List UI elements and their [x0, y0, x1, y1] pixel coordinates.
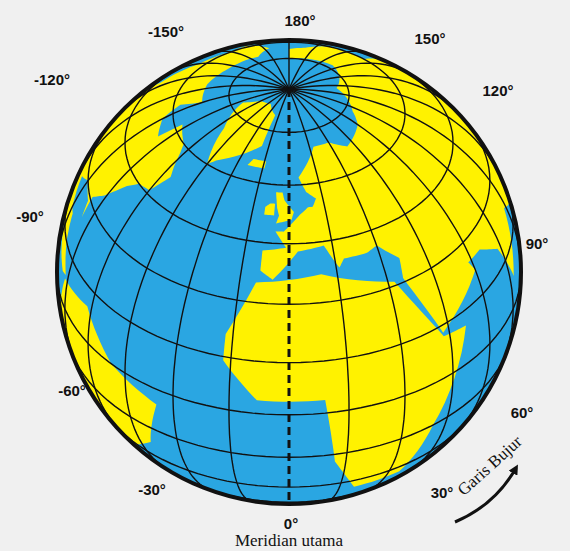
land-mass	[276, 192, 294, 223]
degree-label: -90°	[16, 208, 44, 225]
degree-label: 150°	[414, 30, 445, 47]
grid-line	[289, 86, 500, 175]
grid-line	[88, 89, 289, 429]
grid-line	[289, 43, 326, 89]
grid-line	[289, 89, 490, 429]
land-mass	[61, 278, 162, 466]
grid-line	[289, 51, 367, 89]
grid-line	[289, 89, 405, 489]
degree-label: 30°	[431, 484, 454, 501]
land-mass	[264, 203, 275, 215]
grid-line	[173, 89, 289, 489]
grid-line	[173, 42, 405, 185]
grid-line	[289, 89, 349, 501]
degree-label: 120°	[482, 82, 513, 99]
degree-label: 60°	[511, 404, 534, 421]
globe-outline	[57, 40, 521, 504]
continents	[61, 46, 514, 487]
grid-line	[289, 89, 453, 469]
degree-label: 90°	[526, 235, 549, 252]
axis-caption: Garis Bujur	[454, 432, 527, 500]
grid-line	[122, 76, 289, 111]
axis-caption: Meridian utama	[235, 531, 343, 551]
degree-label: 0°	[284, 515, 298, 532]
degree-label: -30°	[138, 481, 166, 498]
degree-label: -60°	[58, 382, 86, 399]
ocean	[57, 40, 521, 504]
grid-line	[289, 76, 456, 111]
prime-meridian	[288, 89, 291, 504]
grid-line	[229, 89, 289, 501]
grid-line	[288, 40, 289, 89]
degree-label: 180°	[284, 12, 315, 29]
grid-line	[289, 63, 407, 89]
degree-label: -120°	[34, 71, 70, 88]
degree-label: -150°	[148, 23, 184, 40]
grid-line	[125, 89, 289, 469]
grid-line	[252, 43, 289, 89]
